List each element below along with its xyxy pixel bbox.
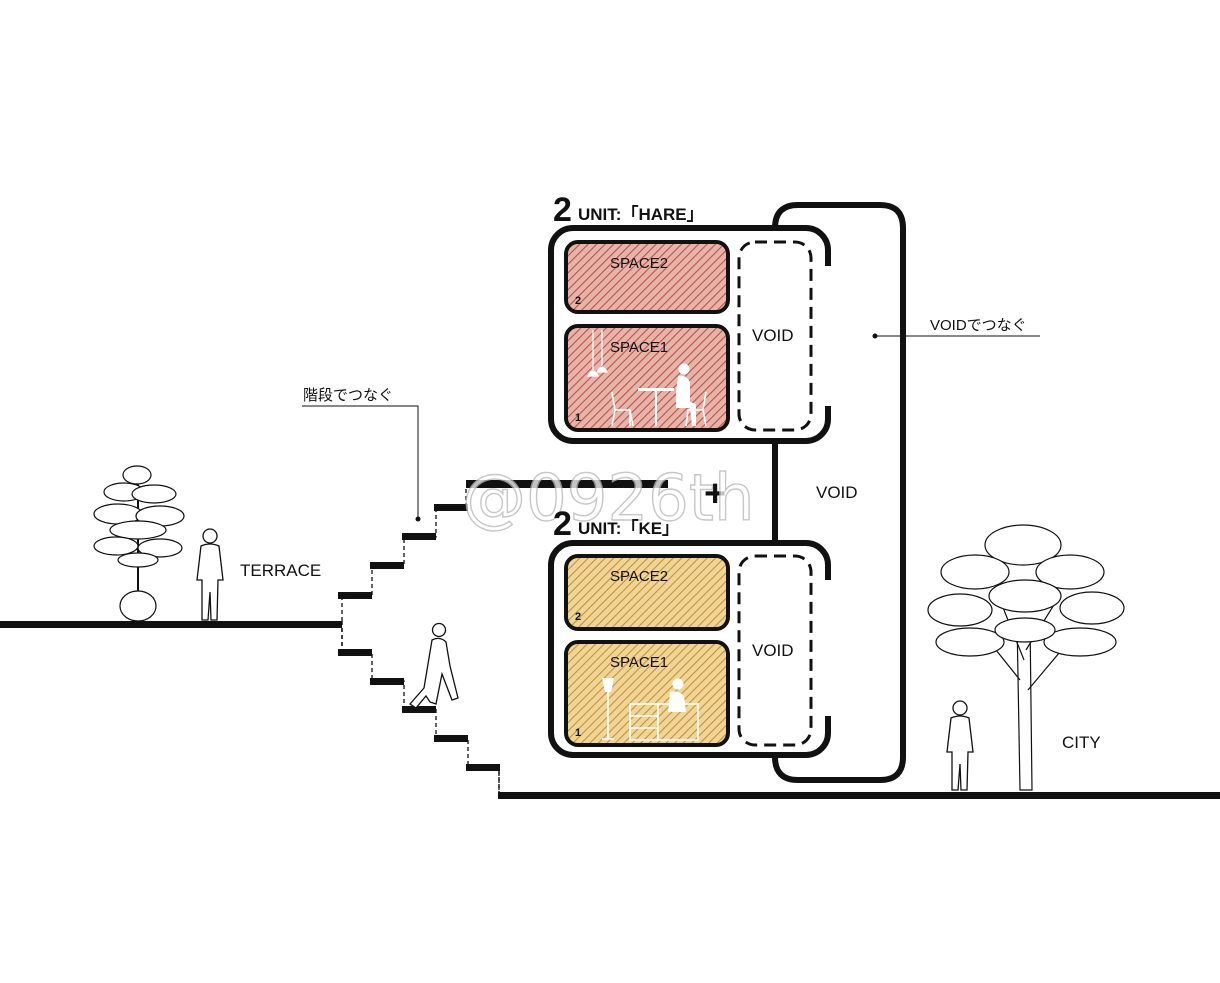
watermark: @0926th: [462, 462, 755, 536]
city-label: CITY: [1062, 733, 1101, 752]
plus-sign: +: [704, 473, 726, 515]
void-center-label: VOID: [816, 483, 858, 502]
stairs-callout-dot: [415, 516, 421, 522]
lower-stair: [338, 628, 500, 792]
dining-set-icon: [611, 363, 707, 427]
pendant-lamp-icon: [587, 330, 608, 377]
void-callout-dot: [872, 333, 878, 339]
hare-void-dashed: [737, 240, 813, 432]
ke-void-label: VOID: [752, 641, 794, 660]
person-standing-icon: [946, 700, 974, 791]
stairs-note-label: 階段でつなぐ: [303, 387, 393, 404]
hare-space1-level: 1: [575, 412, 581, 424]
terrace-label: TERRACE: [240, 561, 321, 580]
person-walking-icon: [409, 622, 459, 709]
void-note-label: VOIDでつなぐ: [930, 317, 1027, 334]
unit-ke-title: UNIT:「KE」: [578, 518, 679, 538]
upper-deck: [466, 480, 668, 488]
person-standing-icon: [196, 528, 224, 621]
large-tree-icon: [927, 524, 1125, 791]
void-loop-frame: [772, 202, 906, 783]
ke-void-dashed: [737, 554, 813, 747]
city-ground: [498, 792, 1220, 799]
ke-void-gap: [818, 580, 832, 716]
stairs-callout-leader: [302, 405, 419, 518]
ke-space1-label: SPACE1: [610, 654, 668, 671]
hare-space2-level: 2: [575, 295, 581, 307]
hare-space2-label: SPACE2: [610, 255, 668, 272]
terrace-ground: [0, 621, 342, 628]
hare-space2-room: [564, 240, 730, 314]
hare-space1-label: SPACE1: [610, 339, 668, 356]
ke-space2-level: 2: [575, 611, 581, 623]
unit-hare: [548, 225, 832, 444]
ke-space1-level: 1: [575, 727, 581, 739]
hare-void-label: VOID: [752, 326, 794, 345]
unit-ke-count: 2: [553, 505, 572, 543]
potted-tree-icon: [93, 465, 185, 622]
hare-void-gap: [818, 266, 832, 406]
ke-space1-room: [564, 640, 730, 747]
upper-stair: [338, 486, 468, 621]
floor-lamp-icon: [602, 678, 614, 740]
unit-hare-title: UNIT:「HARE」: [578, 204, 704, 224]
unit-ke: [548, 540, 832, 758]
ke-space2-room: [564, 554, 730, 631]
unit-hare-count: 2: [553, 191, 572, 229]
ke-space2-label: SPACE2: [610, 568, 668, 585]
desk-icon: [629, 678, 699, 741]
